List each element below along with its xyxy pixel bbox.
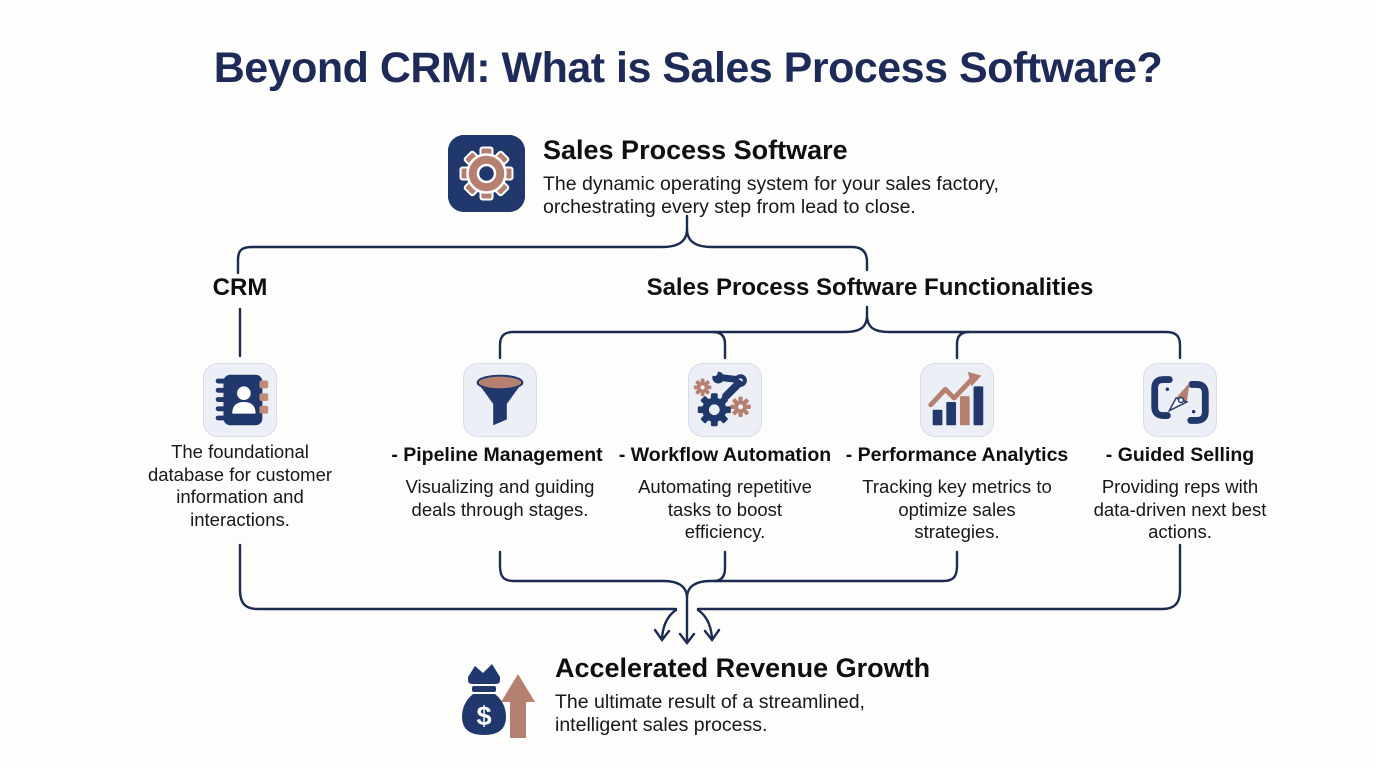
workflow-converge-line <box>712 550 727 583</box>
gear-icon <box>448 135 525 212</box>
functionalities-branch-label: Sales Process Software Functionalities <box>646 274 1094 301</box>
guided-selling-label: - Guided Selling <box>1105 444 1255 466</box>
map-compass-icon <box>1151 376 1209 424</box>
functionalities-brace <box>498 314 1182 360</box>
left-arrowhead <box>653 628 671 643</box>
result-node-description: The ultimate result of a streamlined, in… <box>555 691 865 736</box>
workflow-label: - Workflow Automation <box>618 444 832 466</box>
workflow-drop-line <box>711 330 727 360</box>
money-bag-up-arrow-icon: $ <box>462 664 535 738</box>
crm-branch-label: CRM <box>212 274 268 301</box>
svg-text:$: $ <box>476 701 491 731</box>
page-title: Beyond CRM: What is Sales Process Softwa… <box>213 44 1163 92</box>
workflow-icon-tile <box>688 363 762 437</box>
analytics-label: - Performance Analytics <box>845 444 1069 466</box>
analytics-icon-tile <box>920 363 994 437</box>
root-node: Sales Process Software The dynamic opera… <box>448 135 999 219</box>
bar-chart-growth-icon <box>928 371 984 426</box>
right-arrowhead <box>703 628 721 643</box>
pipeline-icon-tile <box>463 363 537 437</box>
workflow-description: Automating repetitive tasks to boost eff… <box>638 476 812 542</box>
guided-selling-icon-tile <box>1143 363 1217 437</box>
result-node: $ Accelerated Revenue Growth The ultimat… <box>448 650 930 745</box>
left-arrow-line <box>660 608 678 640</box>
result-node-title: Accelerated Revenue Growth <box>555 653 931 683</box>
root-node-description: The dynamic operating system for your sa… <box>543 173 999 218</box>
analytics-description: Tracking key metrics to optimize sales s… <box>862 476 1052 542</box>
crm-icon-tile <box>203 363 277 437</box>
center-arrowhead <box>678 632 696 645</box>
outer-converge-left <box>238 543 678 611</box>
outer-converge-right <box>696 543 1182 611</box>
contact-book-icon <box>215 374 269 426</box>
root-node-title: Sales Process Software <box>543 135 848 165</box>
analytics-drop-line <box>955 330 971 360</box>
right-arrow-line <box>696 608 714 640</box>
guided-selling-description: Providing reps with data-driven next bes… <box>1093 476 1267 542</box>
crm-description: The foundational database for customer i… <box>147 441 333 530</box>
robotic-arm-gears-icon <box>693 369 751 427</box>
root-node-text: Sales Process Software The dynamic opera… <box>543 135 999 219</box>
funnel-icon <box>476 374 524 426</box>
pipeline-description: Visualizing and guiding deals through st… <box>405 476 595 520</box>
inner-converge-brace <box>498 550 959 599</box>
pipeline-label: - Pipeline Management <box>391 444 603 466</box>
result-node-text: Accelerated Revenue Growth The ultimate … <box>555 650 930 745</box>
root-icon-tile <box>448 135 525 212</box>
root-brace <box>236 228 869 275</box>
